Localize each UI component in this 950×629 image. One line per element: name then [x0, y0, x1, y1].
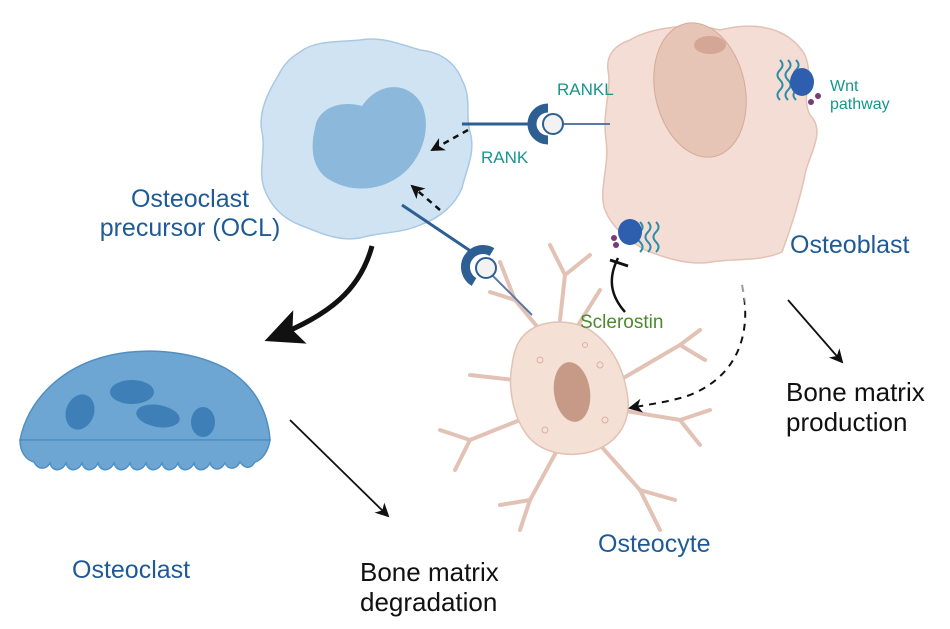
rankl-label: RANKL [557, 80, 614, 99]
osteoclast-label: Osteoclast [72, 556, 191, 584]
rankl-rank-complex-osteocyte [401, 203, 533, 316]
rank-label: RANK [481, 148, 529, 167]
wnt-pathway-label-line2: pathway [830, 96, 890, 114]
bone-matrix-production-line1: Bone matrix [786, 377, 925, 407]
sclerostin-inhibition [609, 257, 629, 313]
sclerostin-label: Sclerostin [580, 312, 664, 333]
degradation-arrow [289, 419, 390, 518]
bone-matrix-degradation-label: Bone matrix degradation [360, 557, 499, 618]
osteoblast-label: Osteoblast [790, 231, 910, 259]
bone-matrix-production-line2: production [786, 406, 908, 437]
differentiation-arrow [264, 245, 375, 344]
rank-signal-arrow-top [430, 128, 469, 152]
osteoclast-precursor-label-line1: Osteoclast [130, 185, 250, 213]
rankl-rank-complex-top [462, 103, 610, 145]
wnt-pathway-label: Wnt pathway [830, 78, 890, 115]
osteoblast-cell [602, 22, 818, 264]
wnt-pathway-label-line1: Wnt [830, 78, 859, 95]
osteocyte-cell [438, 243, 712, 532]
production-arrow [787, 299, 844, 364]
osteoclast-cell [19, 350, 271, 471]
osteoblast-to-osteocyte-arrow [628, 284, 747, 413]
bone-matrix-degradation-line1: Bone matrix [360, 557, 499, 587]
osteocyte-label: Osteocyte [598, 530, 711, 558]
lrp-receptor-icon [611, 219, 660, 253]
osteoclast-precursor-label-line2: precursor (OCL) [99, 213, 281, 242]
osteoclast-precursor-label: Osteoclast precursor (OCL) [98, 185, 282, 243]
wnt-receptor-icon [776, 59, 821, 105]
bone-matrix-degradation-line2: degradation [360, 586, 498, 617]
bone-matrix-production-label: Bone matrix production [786, 377, 925, 438]
